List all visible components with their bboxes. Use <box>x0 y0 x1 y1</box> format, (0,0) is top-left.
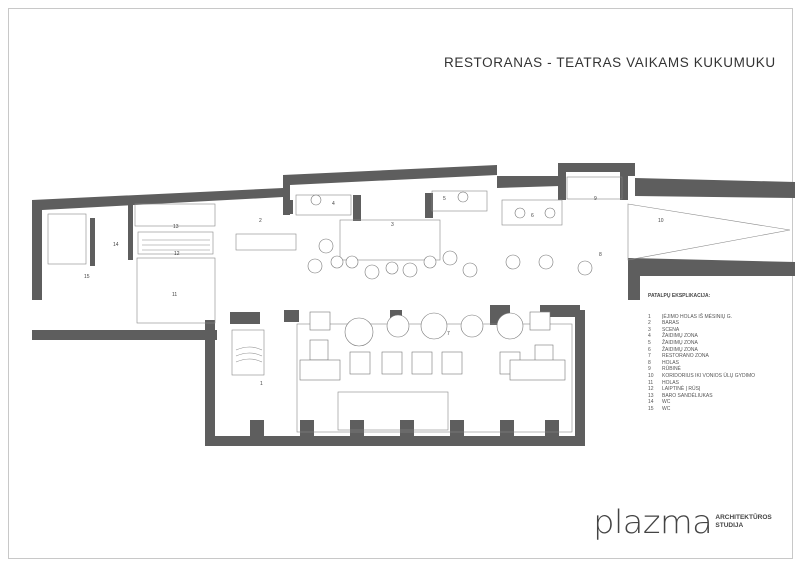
room-numbers: 1 2 3 4 5 6 7 8 9 10 11 12 13 14 15 <box>84 196 664 387</box>
legend-item: 15 WC <box>648 406 755 413</box>
room-legend: PATALPŲ EKSPLIKACIJA: 1 ĮĖJIMO HOLAS IŠ M… <box>648 293 755 413</box>
legend-label: KORIDORIUS IKI VONIOS ŪLŲ GYDIMO <box>662 372 756 379</box>
legend-item: 8 HOLAS <box>648 360 755 367</box>
legend-number: 14 <box>648 399 654 406</box>
legend-number: 5 <box>648 339 651 346</box>
logo-line-1: ARCHITEKTŪROS <box>715 514 772 521</box>
window-piers <box>250 420 559 436</box>
legend-label: BARO SANDĖLIUKAS <box>662 392 713 399</box>
legend-number: 8 <box>648 359 651 366</box>
drawing-title: RESTORANAS - TEATRAS VAIKAMS KUKUMUKU <box>444 55 776 70</box>
legend-item: 2 BARAS <box>648 320 755 327</box>
legend-item: 4 ŽAIDIMŲ ZONA <box>648 333 755 340</box>
legend-label: SCENA <box>662 326 680 333</box>
legend-number: 13 <box>648 392 654 399</box>
legend-label: ŽAIDIMŲ ZONA <box>662 333 698 340</box>
room-5: 5 <box>443 196 446 202</box>
room-10: 10 <box>658 218 664 224</box>
legend-item: 1 ĮĖJIMO HOLAS IŠ MĖSINIŲ G. <box>648 314 755 321</box>
room-8: 8 <box>599 252 602 258</box>
walls <box>32 163 795 446</box>
legend-item: 7 RESTORANO ZONA <box>648 353 755 360</box>
room-13: 13 <box>173 224 179 230</box>
legend-label: WC <box>662 399 671 406</box>
legend-label: HOLAS <box>662 359 679 366</box>
legend-item: 5 ŽAIDIMŲ ZONA <box>648 340 755 347</box>
legend-number: 15 <box>648 405 654 412</box>
legend-item: 13 BARO SANDĖLIUKAS <box>648 393 755 400</box>
legend-number: 1 <box>648 313 651 320</box>
room-1: 1 <box>260 381 263 387</box>
legend-label: BARAS <box>662 320 679 327</box>
legend-item: 3 SCENA <box>648 327 755 334</box>
tables <box>307 191 593 347</box>
legend-number: 10 <box>648 372 654 379</box>
room-2: 2 <box>259 218 262 224</box>
legend-item: 6 ŽAIDIMŲ ZONA <box>648 347 755 354</box>
legend-number: 12 <box>648 386 654 393</box>
legend-number: 11 <box>648 379 654 386</box>
legend-item: 9 RŪBINĖ <box>648 366 755 373</box>
room-3: 3 <box>391 222 394 228</box>
legend-item: 14 WC <box>648 399 755 406</box>
legend-label: ĮĖJIMO HOLAS IŠ MĖSINIŲ G. <box>662 313 733 320</box>
legend-label: RESTORANO ZONA <box>662 353 709 360</box>
studio-logo: plazma ARCHITEKTŪROS STUDIJA <box>593 503 772 541</box>
entrance-stairs <box>142 239 263 363</box>
legend-item: 12 LAIPTINĖ Į RŪSĮ <box>648 386 755 393</box>
legend-number: 4 <box>648 333 651 340</box>
room-12: 12 <box>174 251 180 257</box>
legend-number: 2 <box>648 320 651 327</box>
legend-number: 6 <box>648 346 651 353</box>
page-frame <box>8 8 793 559</box>
room-11: 11 <box>172 292 177 298</box>
room-14: 14 <box>113 242 119 248</box>
room-7: 7 <box>447 331 450 337</box>
legend-label: LAIPTINĖ Į RŪSĮ <box>662 386 701 393</box>
room-15: 15 <box>84 274 90 280</box>
legend-label: ŽAIDIMŲ ZONA <box>662 339 698 346</box>
legend-label: HOLAS <box>662 379 679 386</box>
legend-heading: PATALPŲ EKSPLIKACIJA: <box>648 293 711 299</box>
room-9: 9 <box>594 196 597 202</box>
legend-item: 11 HOLAS <box>648 380 755 387</box>
seating-booths <box>299 311 566 381</box>
logo-line-2: STUDIJA <box>715 522 744 529</box>
legend-label: WC <box>662 405 671 412</box>
legend-number: 7 <box>648 353 651 360</box>
legend-label: ŽAIDIMŲ ZONA <box>662 346 698 353</box>
logo-word: plazma <box>593 503 713 541</box>
room-6: 6 <box>531 213 534 219</box>
room-4: 4 <box>332 201 335 207</box>
legend-label: RŪBINĖ <box>662 366 681 373</box>
legend-number: 9 <box>648 366 651 373</box>
legend-number: 3 <box>648 326 651 333</box>
legend-item: 10 KORIDORIUS IKI VONIOS ŪLŲ GYDIMO <box>648 373 755 380</box>
